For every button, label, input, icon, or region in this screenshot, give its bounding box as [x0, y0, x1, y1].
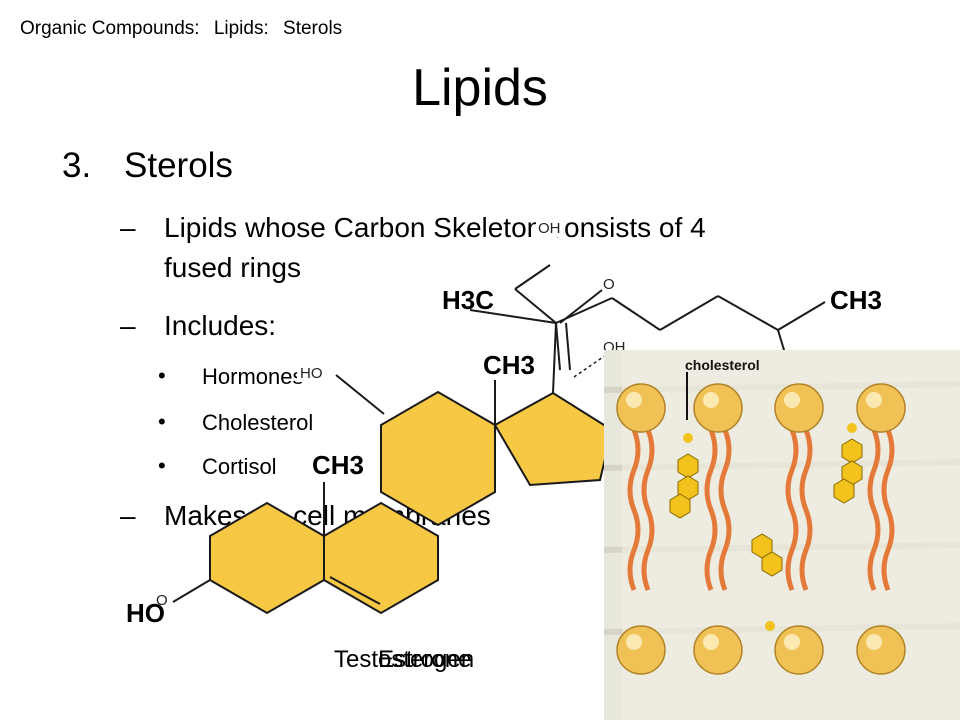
bullet-marker: • — [158, 409, 166, 434]
label-estrogen: Estrogen — [378, 646, 475, 673]
list-number: 3. — [62, 146, 92, 185]
dash-marker: – — [120, 212, 136, 243]
include-item-cholesterol: Cholesterol — [202, 410, 314, 435]
ring-a — [209, 501, 325, 615]
ring-b — [323, 501, 439, 615]
list-heading: Sterols — [124, 146, 233, 185]
point-skeleton-line2: fused rings — [164, 252, 301, 283]
breadcrumb: Organic Compounds: Lipids: Sterols — [20, 18, 351, 40]
methyl-label-ch3-left: CH3 — [312, 450, 365, 480]
oh-label-top: OH — [536, 220, 563, 237]
breadcrumb-item-sterols: Sterols — [283, 18, 343, 39]
bullet-marker: • — [158, 363, 166, 388]
membrane-label-cholesterol: cholesterol — [685, 357, 760, 373]
dash-marker: – — [120, 500, 136, 531]
point-includes: Includes: — [164, 310, 277, 341]
ring-c — [380, 390, 496, 527]
slide-title: Lipids — [412, 59, 548, 117]
membrane-bilayer-graphic: cholesterol — [603, 350, 960, 720]
methyl-label-ch3-right: CH3 — [830, 285, 883, 315]
dash-marker: – — [120, 310, 136, 341]
cell-membrane-illustration: cholesterol — [603, 350, 960, 720]
include-item-cortisol: Cortisol — [202, 454, 277, 479]
breadcrumb-item-lipids: Lipids: — [213, 18, 269, 39]
ho-label-left: HO — [297, 365, 326, 382]
bullet-marker: • — [158, 453, 166, 478]
ketone-label-o: O — [603, 276, 615, 293]
label-testosterone: Testosterone — [334, 646, 472, 673]
breadcrumb-item-organic-compounds: Organic Compounds: — [20, 18, 200, 39]
methyl-label-ch3-middle: CH3 — [483, 350, 536, 380]
hydroxyl-label-ho: HO — [126, 598, 165, 628]
include-item-hormones: Hormones — [202, 364, 304, 389]
o-label-left: O — [156, 592, 168, 609]
ring-d — [493, 391, 614, 487]
methyl-label-h3c: H3C — [442, 285, 495, 315]
point-skeleton-line1: Lipids whose Carbon Skeleton consists of… — [164, 212, 706, 243]
